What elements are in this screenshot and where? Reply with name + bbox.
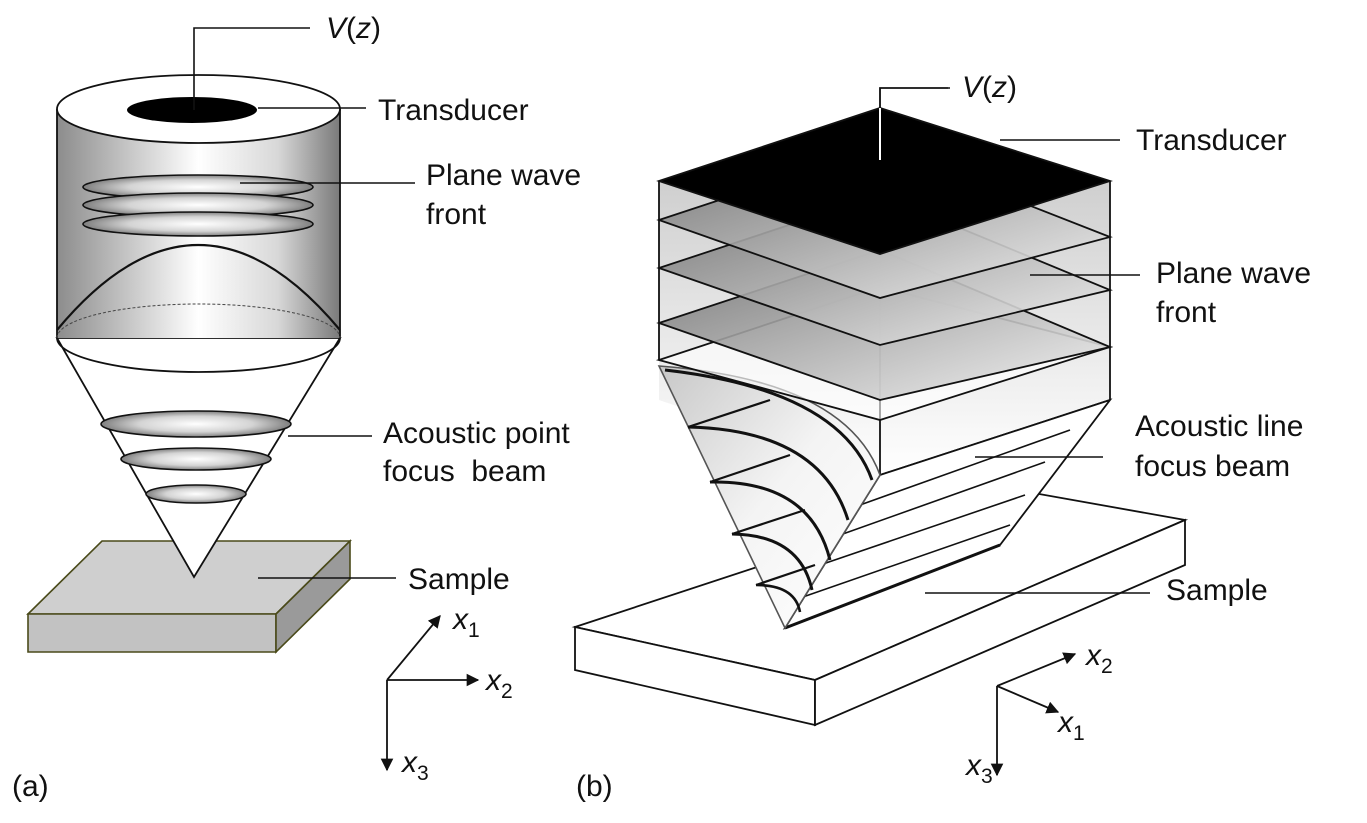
beam-fan-b xyxy=(657,365,881,630)
leaders-b xyxy=(879,87,1150,594)
focus-beam-discs-a xyxy=(100,410,292,504)
axes-b: x2 x1 x3 xyxy=(964,639,1113,788)
panel-b: V(z) Transducer Plane wave front Acousti… xyxy=(571,71,1311,803)
beam-label-a-line1: Acoustic point xyxy=(383,417,570,450)
axis-x3-label-b: x3 xyxy=(964,749,993,788)
wavefront-label-b-line2: front xyxy=(1156,296,1217,329)
output-label-a: V(z) xyxy=(326,12,381,45)
plane-wave-fronts-b xyxy=(655,146,1114,421)
axis-x2-label-a: x2 xyxy=(484,664,513,703)
transducer-label-b: Transducer xyxy=(1136,124,1287,157)
sample-label-a: Sample xyxy=(408,563,510,596)
beam-label-b-line1: Acoustic line xyxy=(1135,410,1303,443)
panel-label-a: (a) xyxy=(12,770,49,803)
axis-x1-label-a: x1 xyxy=(451,603,480,642)
beam-label-b-line2: focus beam xyxy=(1135,450,1290,483)
transducer-plate-b xyxy=(656,107,1113,255)
panel-label-b: (b) xyxy=(576,770,613,803)
lens-surface-a xyxy=(56,243,341,331)
output-label-b: V(z) xyxy=(962,71,1017,104)
plane-wave-fronts-a xyxy=(82,174,314,237)
wavefront-label-a-line2: front xyxy=(426,198,487,231)
wavefront-label-b-line1: Plane wave xyxy=(1156,257,1311,290)
axis-x3-label-a: x3 xyxy=(400,746,429,785)
axis-x2-label-b: x2 xyxy=(1084,639,1113,678)
panel-a: V(z) Transducer Plane wave front Acousti… xyxy=(12,12,581,803)
beam-label-a-line2: focus beam xyxy=(383,455,546,488)
leaders-a xyxy=(193,27,415,579)
transducer-disc-a xyxy=(127,97,257,123)
sample-slab-a xyxy=(26,539,352,654)
axis-x1-label-b: x1 xyxy=(1056,706,1085,745)
axes-a: x1 x2 x3 xyxy=(380,603,513,785)
wavefront-label-a-line1: Plane wave xyxy=(426,159,581,192)
transducer-label-a: Transducer xyxy=(378,94,529,127)
sample-label-b: Sample xyxy=(1166,574,1268,607)
